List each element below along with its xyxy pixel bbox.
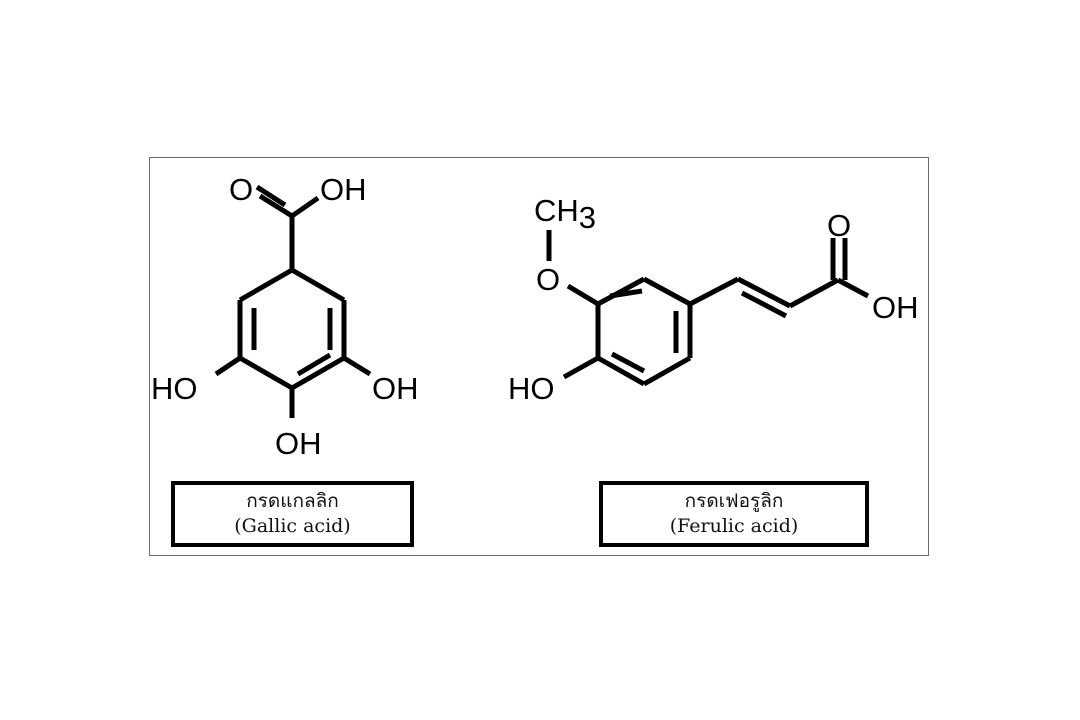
ferulic-ring-bond	[642, 276, 692, 307]
ferulic-atom-methyl: CH3	[534, 193, 596, 235]
gallic-bond	[290, 195, 320, 219]
gallic-atom-carbonyl-o: O	[229, 172, 253, 207]
ferulic-double-bond	[610, 351, 646, 374]
gallic-atom-bottom-oh: OH	[275, 426, 322, 461]
gallic-ring-bond	[238, 267, 294, 303]
gallic-ring-bond	[290, 267, 346, 303]
ferulic-bond	[566, 283, 600, 307]
ferulic-bond	[688, 276, 740, 307]
ferulic-acid-thai-name: กรดเฟอรูลิก	[684, 490, 784, 512]
ferulic-atom-phenol-oh: HO	[508, 371, 555, 406]
gallic-atom-acid-oh: OH	[320, 172, 367, 207]
ferulic-acid-label: กรดเฟอรูลิก (Ferulic acid)	[599, 481, 869, 547]
gallic-bond	[214, 355, 242, 377]
ferulic-atom-methoxy-o: O	[536, 262, 560, 297]
ferulic-double-bond	[740, 290, 788, 319]
gallic-atom-right-oh: OH	[372, 371, 419, 406]
ferulic-atom-acid-oh: OH	[872, 290, 919, 325]
ferulic-ring-bond	[596, 276, 646, 307]
gallic-acid-label: กรดแกลลิก (Gallic acid)	[171, 481, 414, 547]
ferulic-bond	[788, 277, 840, 309]
gallic-acid-english-name: (Gallic acid)	[234, 515, 351, 537]
gallic-atom-left-oh: HO	[151, 371, 198, 406]
gallic-bond	[342, 355, 372, 377]
ferulic-atom-carbonyl-o: O	[827, 208, 851, 243]
ferulic-bond	[562, 355, 600, 380]
gallic-ring-bond	[290, 355, 346, 391]
figure-frame: O OH HO OH OH CH3 O O OH	[149, 157, 929, 556]
ferulic-ring-bond	[596, 355, 646, 387]
gallic-bond	[255, 184, 287, 208]
gallic-ring-bond	[238, 355, 294, 391]
ferulic-acid-structure: CH3 O O OH HO	[508, 193, 919, 406]
ferulic-double-bond	[609, 288, 643, 299]
ferulic-bond	[836, 277, 870, 299]
gallic-bond	[258, 193, 294, 219]
gallic-double-bond	[296, 352, 332, 377]
ferulic-ring-bond	[642, 355, 692, 387]
gallic-acid-structure: O OH HO OH OH	[151, 172, 419, 461]
ferulic-acid-english-name: (Ferulic acid)	[669, 515, 799, 537]
gallic-acid-thai-name: กรดแกลลิก	[246, 490, 339, 512]
ferulic-bond	[736, 276, 792, 309]
